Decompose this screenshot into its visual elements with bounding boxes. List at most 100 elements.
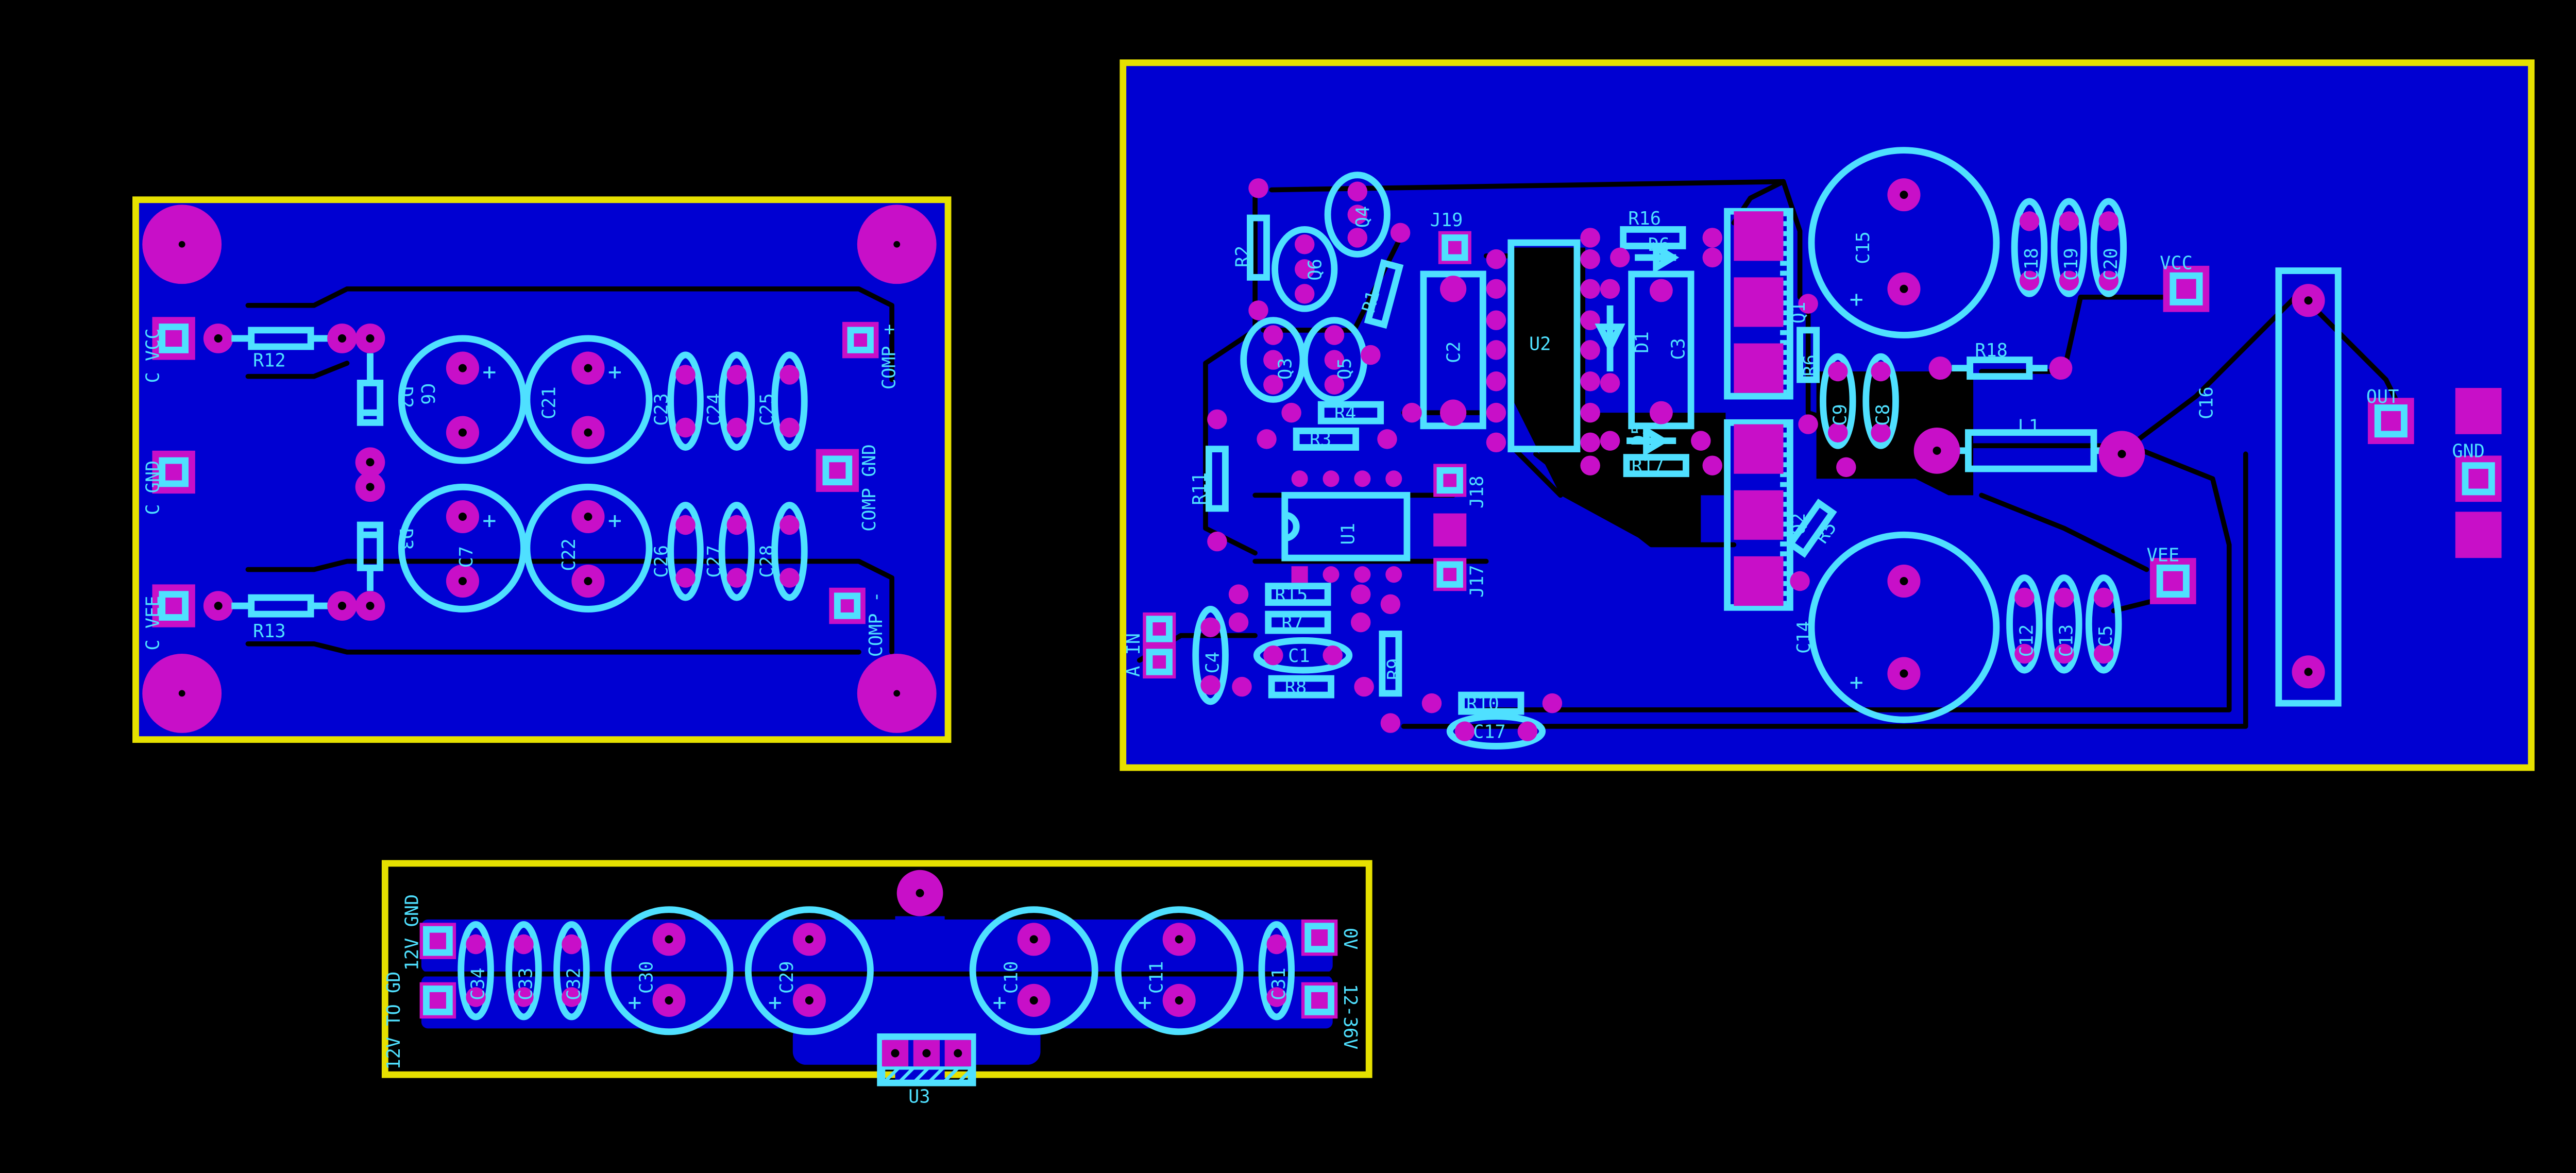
transistor-q2 <box>1724 419 1793 611</box>
ref-q5: Q5 <box>1334 358 1355 380</box>
ref-r2: R2 <box>1232 246 1253 267</box>
ref-r17: R17 <box>1632 455 1665 477</box>
ref-c7: C7 <box>456 546 477 568</box>
label-vcc: VCC <box>2160 252 2193 274</box>
ref-c21: C21 <box>538 386 560 419</box>
capacitor-c1 <box>1253 637 1353 674</box>
ref-c2: C2 <box>1443 342 1464 363</box>
resistor-r8 <box>1232 675 1374 699</box>
ref-c1: C1 <box>1288 645 1310 667</box>
capacitor-c10 <box>969 906 1098 1035</box>
terminal-vee <box>2149 558 2196 604</box>
polarity-c10: + <box>993 989 1007 1016</box>
ref-r12: R12 <box>253 350 286 371</box>
ref-u3: U3 <box>908 1086 930 1108</box>
connector-12-36v <box>1301 919 1338 1019</box>
ref-r11: R11 <box>1189 472 1210 505</box>
resistor-r18 <box>1928 356 2073 380</box>
resistor-r12 <box>231 324 385 353</box>
label-12v-gnd: 12V GND <box>401 894 422 971</box>
polarity-c30: + <box>628 989 641 1016</box>
label-vee: VEE <box>2147 545 2180 566</box>
label-12-36v: 12-36V <box>1340 984 1361 1049</box>
capacitor-c11 <box>1114 906 1244 1035</box>
label-0v: 0V <box>1340 928 1361 949</box>
terminal-out <box>2367 398 2414 445</box>
ref-u1: U1 <box>1337 523 1359 545</box>
ref-c3: C3 <box>1668 338 1689 360</box>
ref-r10: R10 <box>1466 693 1499 715</box>
label-comp-plus: COMP + <box>879 324 900 389</box>
resistor-r9 <box>1379 594 1402 733</box>
ref-c17: C17 <box>1473 721 1506 742</box>
ref-r15: R15 <box>1275 584 1308 605</box>
jumper-j18 <box>1433 464 1467 497</box>
ref-c25: C25 <box>756 393 777 426</box>
resistor-r15 <box>1228 583 1371 606</box>
capacitor-c29 <box>744 906 874 1035</box>
transistor-q1 <box>1724 208 1793 400</box>
label-comp-minus: COMP - <box>866 591 887 657</box>
ref-c8: C8 <box>1873 404 1894 426</box>
ref-c11: C11 <box>1146 961 1167 994</box>
ref-c28: C28 <box>756 545 777 578</box>
resistor-r7 <box>1228 610 1371 634</box>
resistor-r2 <box>1247 178 1270 320</box>
label-c-vee: C VEE <box>142 596 163 651</box>
ref-r16: R16 <box>1628 208 1661 229</box>
polarity-c29: + <box>768 989 782 1016</box>
diode-d1 <box>1595 279 1625 393</box>
resistor-r5 <box>1786 457 1856 591</box>
ref-c24: C24 <box>704 393 725 426</box>
jumper-j19 <box>1438 231 1471 264</box>
ref-c19: C19 <box>2061 248 2082 281</box>
ref-c14: C14 <box>1793 621 1815 654</box>
ref-c22: C22 <box>558 538 580 571</box>
ic-u1 <box>1281 470 1411 583</box>
ref-c15: C15 <box>1853 231 1874 264</box>
ref-r8: R8 <box>1285 677 1307 698</box>
diode-d5 <box>1600 425 1711 457</box>
ref-j17: J17 <box>1466 565 1487 598</box>
transistor-q3 <box>1240 317 1307 403</box>
ref-r13: R13 <box>253 621 286 642</box>
connector-c-vcc <box>152 317 233 360</box>
ref-q4: Q4 <box>1352 206 1374 228</box>
ref-c10: C10 <box>1001 961 1022 994</box>
board-right: VCC VEE OUT GND A IN R2 Q4 Q6 R1 J19 Q3 … <box>1120 59 2535 771</box>
terminal-vcc <box>2163 265 2210 312</box>
polarity-c15: + <box>1850 285 1863 313</box>
ref-c16: C16 <box>2196 386 2217 419</box>
ref-c33: C33 <box>516 967 537 1000</box>
polarity-c14: + <box>1850 668 1863 695</box>
inductor-l1 <box>1913 427 2145 478</box>
capacitors-c9-c8 <box>1820 353 1899 449</box>
ref-r18: R18 <box>1975 340 2008 361</box>
ref-j19: J19 <box>1430 210 1463 231</box>
capacitor-c17 <box>1446 713 1546 750</box>
ref-l1: L1 <box>2018 416 2040 437</box>
capacitor-c21 <box>523 335 653 464</box>
film-capacitors-bottom <box>457 921 1295 1021</box>
transistor-q6 <box>1272 226 1338 312</box>
ref-d1: D1 <box>1632 331 1653 353</box>
film-capacitors-right <box>2006 198 2127 674</box>
ref-d3: D3 <box>395 528 416 550</box>
ref-r6: R6 <box>1800 354 1821 376</box>
polarity-c6: + <box>482 358 496 385</box>
ref-q6: Q6 <box>1304 259 1326 280</box>
connector-c-gnd <box>152 450 195 494</box>
capacitor-c30 <box>604 906 734 1035</box>
ref-r7: R7 <box>1281 613 1303 634</box>
ref-c5: C5 <box>2095 625 2116 647</box>
diode-d2 <box>355 353 385 478</box>
ref-r9: R9 <box>1384 658 1405 680</box>
capacitor-c6 <box>398 335 527 464</box>
resistor-r6 <box>1797 294 1820 434</box>
ic-u2 <box>1486 239 1600 453</box>
ref-r3: R3 <box>1310 429 1331 450</box>
capacitor-c4 <box>1192 606 1229 705</box>
polarity-c21: + <box>608 358 622 385</box>
ref-d2: D2 <box>395 386 416 408</box>
